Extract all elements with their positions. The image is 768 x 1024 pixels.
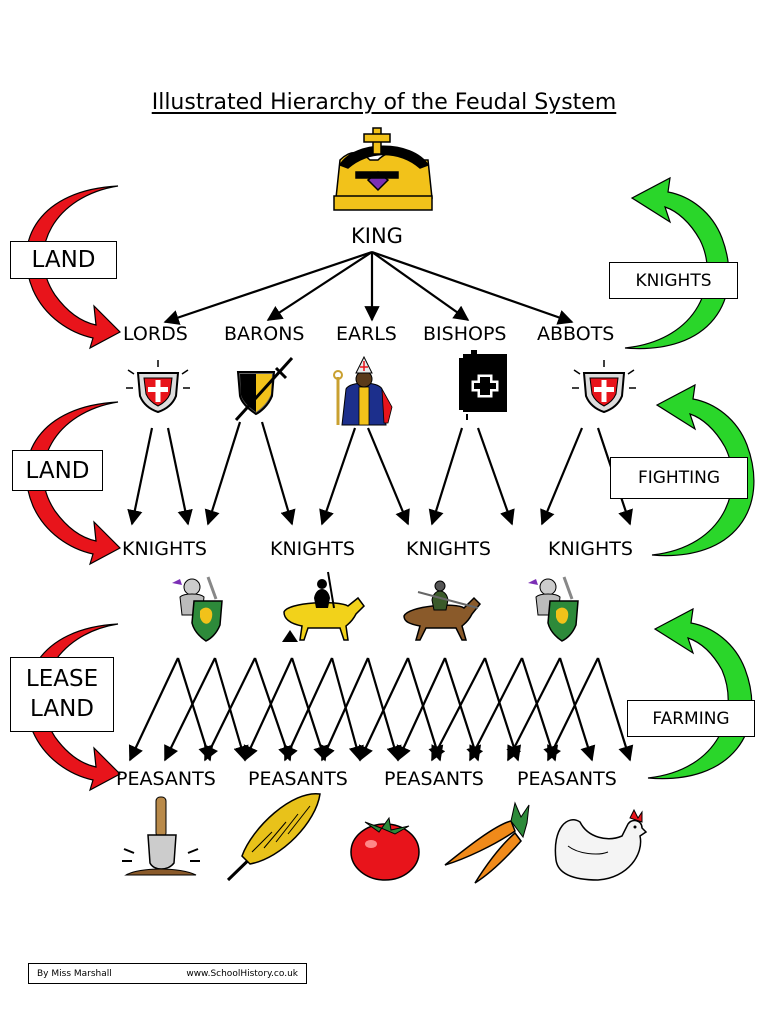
wheat-icon <box>226 793 321 882</box>
noble-label-earls: EARLS <box>336 323 397 345</box>
horse-rider-icon <box>282 571 365 642</box>
knight-label: KNIGHTS <box>270 538 355 560</box>
noble-arrows <box>127 421 633 526</box>
author-credit: By Miss Marshall <box>37 968 112 979</box>
peasant-label: PEASANTS <box>384 768 484 790</box>
lease-line-1: LEASE <box>25 665 99 692</box>
knight-icon <box>172 576 223 642</box>
carrot-icon <box>444 801 530 884</box>
noble-label-abbots: ABBOTS <box>537 323 615 345</box>
spade-icon <box>122 796 200 876</box>
lease-line-2: LAND <box>30 695 94 722</box>
lease-land-box: LEASE LAND <box>10 657 114 732</box>
crown-icon <box>333 127 433 211</box>
noble-label-barons: BARONS <box>224 323 305 345</box>
land-box-1: LAND <box>10 241 117 279</box>
peasant-label: PEASANTS <box>116 768 216 790</box>
bishop-icon <box>333 355 393 426</box>
website-credit: www.SchoolHistory.co.uk <box>186 968 298 979</box>
knights-service-box: KNIGHTS <box>609 262 738 299</box>
farming-box: FARMING <box>627 700 755 737</box>
knight-arrows <box>128 657 634 762</box>
king-label: KING <box>351 224 403 248</box>
fighting-box: FIGHTING <box>610 457 748 499</box>
footer-credit: By Miss Marshall www.SchoolHistory.co.uk <box>28 963 307 984</box>
knight-icon <box>528 576 579 642</box>
sword-shield-icon <box>234 356 294 422</box>
knight-label: KNIGHTS <box>406 538 491 560</box>
king-arrows <box>163 250 574 325</box>
noble-label-bishops: BISHOPS <box>423 323 507 345</box>
noble-label-lords: LORDS <box>123 323 188 345</box>
land-box-2: LAND <box>12 450 103 491</box>
knight-label: KNIGHTS <box>548 538 633 560</box>
knight-label: KNIGHTS <box>122 538 207 560</box>
peasant-label: PEASANTS <box>248 768 348 790</box>
shield-icon <box>126 360 190 414</box>
horse-rider-icon <box>403 580 482 641</box>
chicken-icon <box>554 808 648 881</box>
tomato-icon <box>350 816 420 881</box>
page-title: Illustrated Hierarchy of the Feudal Syst… <box>151 90 617 115</box>
shield-icon <box>572 360 636 414</box>
bible-icon <box>459 350 507 420</box>
green-arrow-3 <box>647 607 753 780</box>
peasant-label: PEASANTS <box>517 768 617 790</box>
